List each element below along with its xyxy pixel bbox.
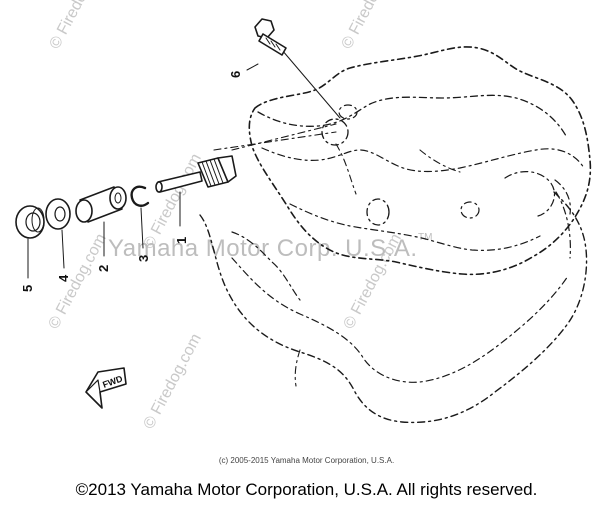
callout-4: 4 <box>56 274 71 282</box>
watermark-site-top-right: © Firedog.com <box>339 0 403 52</box>
watermark-site-lower-mid: © Firedog.com <box>141 331 205 432</box>
callout-1: 1 <box>174 237 189 244</box>
watermark-trademark: TM <box>418 232 432 243</box>
callout-numbers: 1 2 3 4 5 6 <box>20 71 243 292</box>
small-copyright: (c) 2005-2015 Yamaha Motor Corporation, … <box>218 456 395 465</box>
watermark-brand: Yamaha Motor Corp. U.S.A. <box>108 235 418 262</box>
leader-lines <box>213 49 341 151</box>
callout-3: 3 <box>136 255 151 262</box>
callout-5: 5 <box>20 285 35 292</box>
clip-part-3 <box>130 185 150 249</box>
fwd-arrow-icon: FWD <box>85 367 127 409</box>
bolt-part-6 <box>254 18 287 56</box>
washer-part-4 <box>45 198 71 269</box>
shaft-part-1 <box>155 155 237 227</box>
callout-2: 2 <box>96 265 111 272</box>
bushing-part-2 <box>75 186 127 257</box>
callout-6: 6 <box>228 71 243 78</box>
seal-part-5 <box>15 205 45 279</box>
cylinder-head-outline <box>248 46 592 276</box>
engine-casing-outline <box>199 189 588 424</box>
watermark-site-top-left: © Firedog.com <box>47 0 111 52</box>
main-copyright: ©2013 Yamaha Motor Corporation, U.S.A. A… <box>75 480 538 499</box>
